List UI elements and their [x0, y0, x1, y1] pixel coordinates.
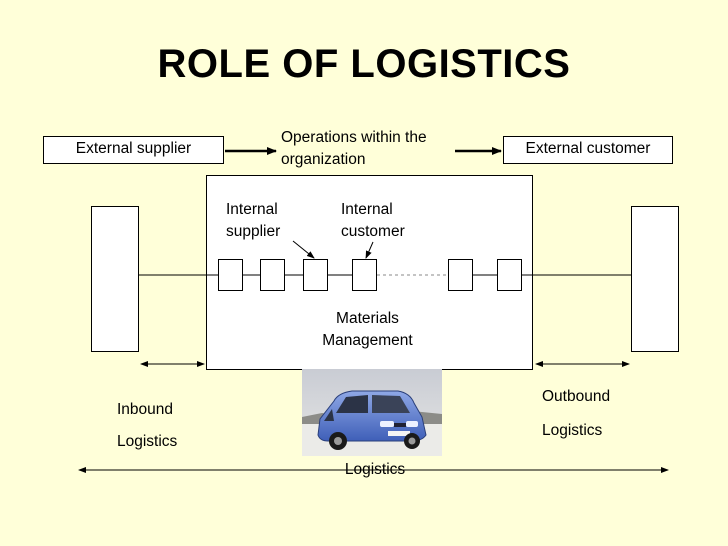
- materials-management-label: Materials Management: [300, 308, 435, 352]
- process-step-box: [352, 259, 377, 291]
- materials-management-line-1: Materials: [336, 310, 399, 327]
- process-step-box: [218, 259, 243, 291]
- materials-management-line-2: Management: [322, 332, 413, 349]
- internal-customer-line-1: Internal: [341, 201, 393, 218]
- process-step-box: [497, 259, 522, 291]
- external-customer-box: External customer: [503, 136, 673, 164]
- internal-customer-label: Internal customer: [341, 199, 405, 243]
- internal-supplier-line-1: Internal: [226, 201, 278, 218]
- outbound-customer-box: [631, 206, 679, 352]
- operations-line-1: Operations within the: [281, 129, 427, 146]
- external-customer-label: External customer: [525, 140, 651, 157]
- process-step-box: [260, 259, 285, 291]
- inbound-supplier-box: [91, 206, 139, 352]
- internal-supplier-label: Internal supplier: [226, 199, 280, 243]
- outbound-label: Outbound Logistics: [542, 380, 610, 448]
- outbound-line-1: Outbound: [542, 388, 611, 405]
- page-title: ROLE OF LOGISTICS: [157, 42, 571, 86]
- internal-customer-line-2: customer: [341, 223, 405, 240]
- process-step-box: [303, 259, 328, 291]
- process-step-box: [448, 259, 473, 291]
- inbound-line-1: Inbound: [117, 401, 174, 418]
- operations-line-2: organization: [281, 151, 366, 168]
- external-supplier-box: External supplier: [43, 136, 224, 164]
- external-supplier-label: External supplier: [75, 140, 192, 157]
- operations-label: Operations within the organization: [281, 127, 427, 171]
- inbound-label: Inbound Logistics: [117, 394, 177, 458]
- internal-supplier-line-2: supplier: [226, 223, 281, 240]
- internal-customer-pointer: [365, 241, 374, 259]
- internal-supplier-pointer: [292, 240, 315, 259]
- outbound-line-2: Logistics: [542, 422, 603, 439]
- inbound-line-2: Logistics: [117, 433, 178, 450]
- car-photo: [302, 369, 442, 456]
